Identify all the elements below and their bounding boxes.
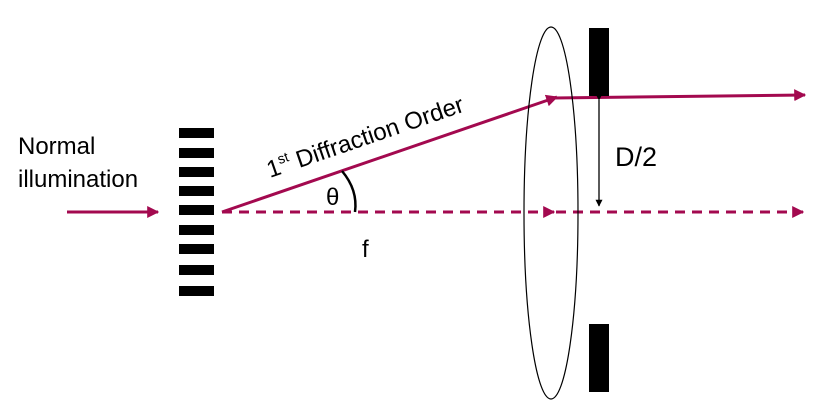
first-order-label-text: Diffraction Order [286, 91, 467, 176]
grating-bar [179, 286, 214, 296]
aperture-half-diameter-label: D/2 [615, 142, 657, 172]
first-order-ray [221, 94, 559, 214]
grating-bar [179, 225, 214, 235]
first-order-label-superscript: st [275, 148, 291, 167]
illumination-label-line2: illumination [18, 166, 138, 193]
grating-bar [179, 244, 214, 254]
first-order-label: 1st Diffraction Order [263, 89, 468, 183]
lens [523, 26, 579, 400]
focal-length-label: f [362, 236, 369, 263]
aperture-stop-top [589, 28, 609, 96]
grating-bar [179, 128, 214, 138]
grating-bar [179, 167, 214, 177]
diffraction-grating [179, 128, 214, 296]
grating-bar [179, 186, 214, 196]
grating-bar [179, 265, 214, 275]
theta-label: θ [326, 184, 339, 211]
grating-bar [179, 148, 214, 158]
aperture-stop-bottom [589, 324, 609, 392]
illumination-label-line1: Normal [18, 133, 95, 160]
first-order-ray-after-lens [552, 89, 807, 102]
grating-bar [179, 205, 214, 215]
theta-angle-arc [341, 170, 357, 213]
